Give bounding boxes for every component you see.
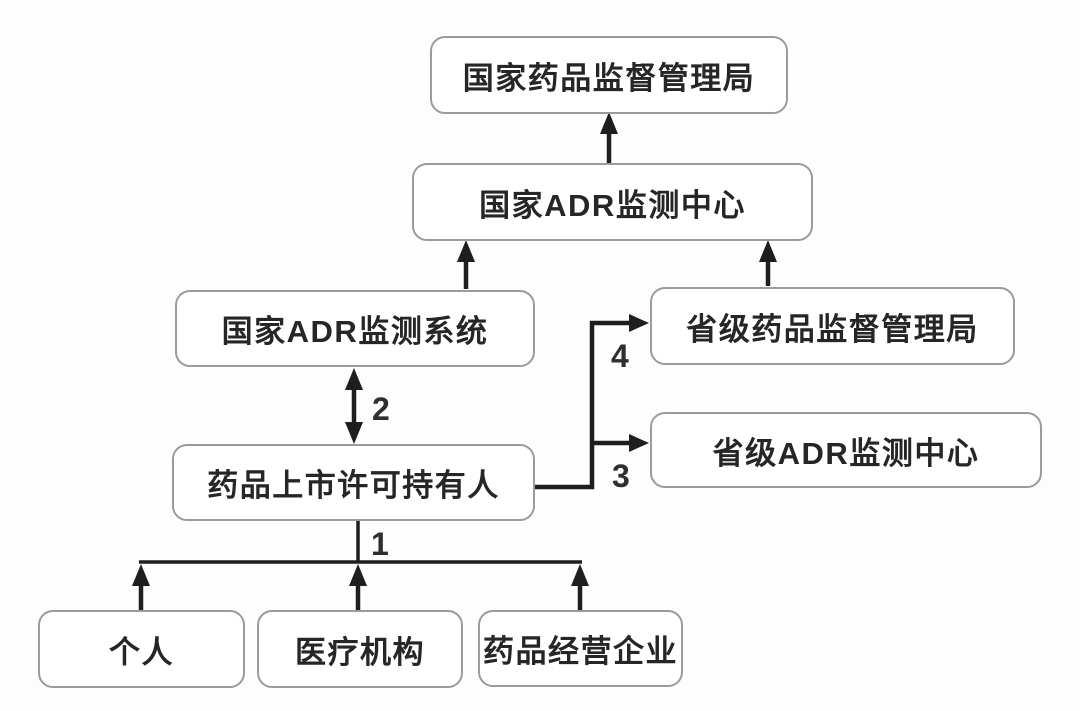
edge-drug-enterprise-up — [571, 564, 589, 612]
node-national-adr-system-label: 国家ADR监测系统 — [221, 314, 489, 349]
node-national-adr-center-label: 国家ADR监测中心 — [479, 187, 746, 223]
node-medical-institution: 医疗机构 — [257, 610, 463, 688]
edge-individual-up — [132, 564, 150, 612]
edge-national-adr-center-to-nmpa — [600, 112, 618, 163]
node-medical-institution-label: 医疗机构 — [295, 634, 425, 670]
edge-mah-national-adr-system-bidirectional — [345, 368, 363, 444]
node-provincial-adr-center: 省级ADR监测中心 — [650, 412, 1042, 488]
edge-label-3: 3 — [612, 458, 630, 494]
node-provincial-mpa: 省级药品监督管理局 — [650, 287, 1015, 365]
node-nmpa-label: 国家药品监督管理局 — [462, 60, 756, 96]
edge-provincial-mpa-to-national-adr-center — [759, 240, 777, 286]
node-individual-label: 个人 — [109, 634, 174, 670]
node-individual: 个人 — [38, 610, 245, 688]
edge-medical-institution-up — [349, 564, 367, 612]
edge-label-1: 1 — [371, 526, 389, 562]
edge-reporters-collector — [139, 521, 582, 564]
edge-label-2: 2 — [372, 391, 390, 427]
node-drug-enterprise-label: 药品经营企业 — [483, 634, 678, 669]
edge-label-4: 4 — [611, 338, 629, 374]
node-national-adr-system: 国家ADR监测系统 — [175, 290, 535, 367]
node-provincial-adr-center-label: 省级ADR监测中心 — [712, 435, 980, 471]
node-drug-enterprise: 药品经营企业 — [478, 610, 683, 687]
edge-national-adr-system-to-national-adr-center — [457, 240, 475, 289]
node-mah: 药品上市许可持有人 — [172, 444, 535, 521]
node-national-adr-center: 国家ADR监测中心 — [412, 163, 813, 241]
edge-mah-to-provincial-adr-center — [592, 434, 649, 452]
node-provincial-mpa-label: 省级药品监督管理局 — [686, 311, 979, 347]
edge-mah-to-provincial-mpa — [535, 314, 649, 490]
node-nmpa: 国家药品监督管理局 — [430, 36, 788, 114]
node-mah-label: 药品上市许可持有人 — [207, 468, 500, 503]
